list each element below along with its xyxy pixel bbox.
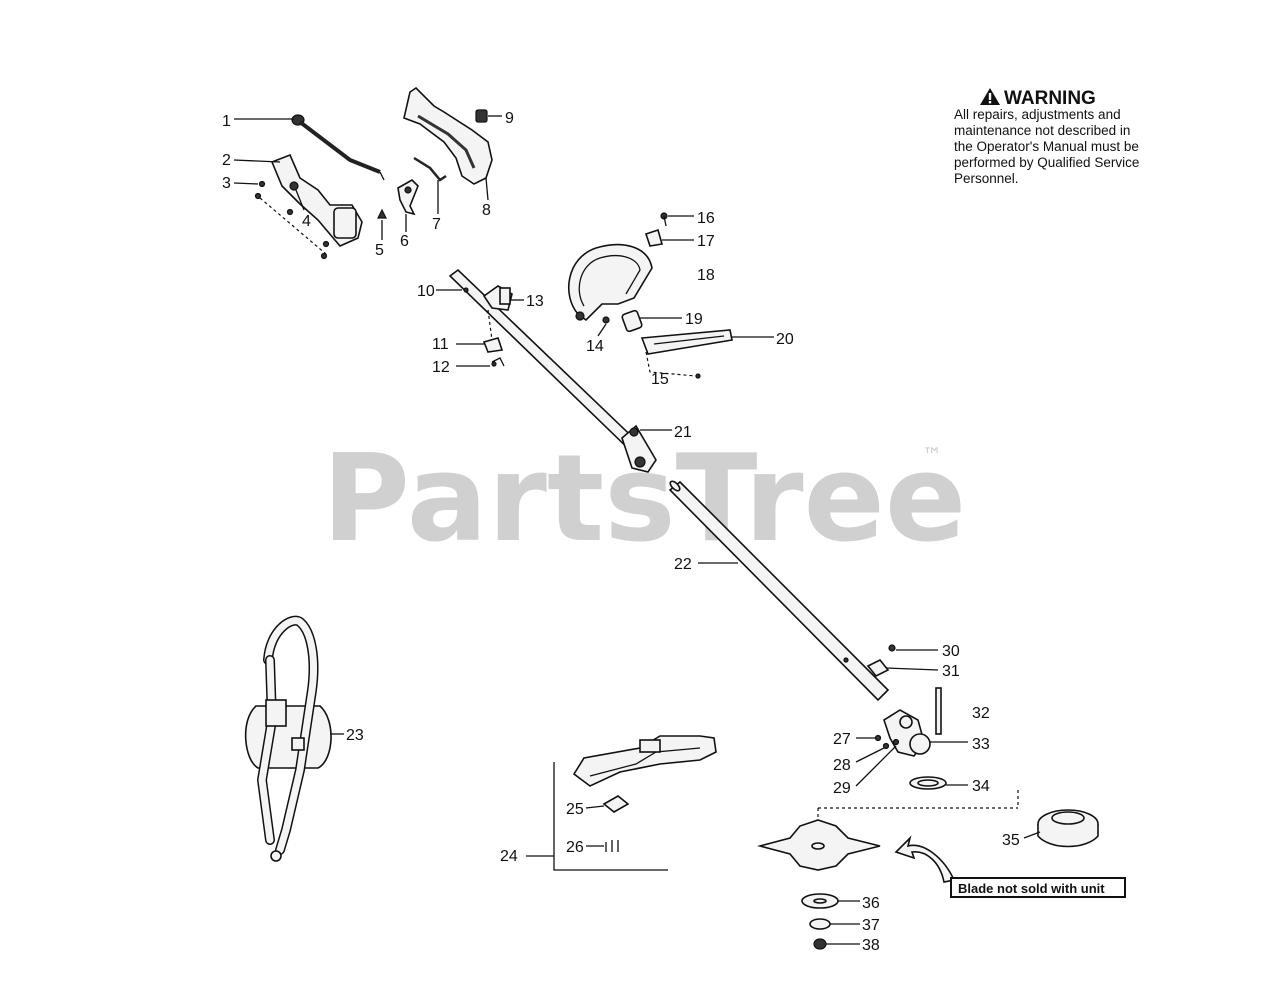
throttle-cable-part (291, 114, 385, 181)
label-part-22: 22 (674, 556, 692, 573)
front-handle-part (572, 735, 717, 787)
lower-shaft-part (668, 480, 890, 702)
loop-handle-part (567, 243, 653, 322)
label-part-4: 4 (302, 213, 311, 230)
warning-line-1: All repairs, adjustments and (954, 107, 1121, 122)
blade-part (756, 819, 881, 871)
rear-handle-part (403, 86, 493, 185)
harness-part (244, 615, 332, 862)
warning-title: WARNING (1004, 88, 1096, 109)
label-part-19: 19 (685, 311, 703, 328)
label-part-27: 27 (833, 731, 851, 748)
warning-icon (980, 88, 1000, 105)
part-17 (644, 228, 664, 247)
label-part-25: 25 (566, 801, 584, 818)
warning-line-4: performed by Qualified Service (954, 155, 1139, 170)
label-part-31: 31 (942, 663, 960, 680)
label-part-33: 33 (972, 736, 990, 753)
part-37 (809, 918, 831, 930)
parts-27-28 (874, 734, 900, 750)
label-part-23: 23 (346, 727, 364, 744)
part-31 (866, 658, 890, 678)
label-part-38: 38 (862, 937, 880, 954)
trimmer-head-part (1037, 809, 1099, 848)
label-part-2: 2 (222, 152, 231, 169)
label-part-8: 8 (482, 202, 491, 219)
label-part-30: 30 (942, 643, 960, 660)
label-part-9: 9 (505, 110, 514, 127)
label-part-24: 24 (500, 848, 518, 865)
blade-note: Blade not sold with unit (950, 877, 1126, 898)
part-16 (660, 212, 668, 227)
label-part-7: 7 (432, 216, 441, 233)
label-part-28: 28 (833, 757, 851, 774)
label-part-34: 34 (972, 778, 990, 795)
label-part-20: 20 (776, 331, 794, 348)
part-36 (801, 893, 839, 909)
watermark-trademark: ™ (922, 443, 942, 467)
part-30 (888, 644, 896, 652)
handle-housing-part (270, 153, 363, 247)
part-14 (602, 316, 610, 324)
label-part-5: 5 (375, 242, 384, 259)
part-19 (621, 309, 643, 333)
coupler-21-part (621, 424, 657, 473)
gearhead-part (883, 709, 931, 757)
part-34 (909, 776, 947, 790)
part-12 (491, 357, 505, 367)
label-part-6: 6 (400, 233, 409, 250)
warning-line-3: the Operator's Manual must be (954, 139, 1139, 154)
lockout-spring-part (413, 156, 447, 182)
label-part-21: 21 (674, 424, 692, 441)
warning-notice: WARNING All repairs, adjustments and mai… (954, 88, 1139, 186)
part-26 (605, 840, 619, 852)
kit-bracket (526, 762, 668, 871)
label-part-36: 36 (862, 895, 880, 912)
label-part-32: 32 (972, 705, 990, 722)
barrier-bar-part (640, 329, 733, 355)
label-part-26: 26 (566, 839, 584, 856)
label-part-35: 35 (1002, 832, 1020, 849)
throttle-trigger-part (397, 179, 419, 216)
label-part-16: 16 (697, 210, 715, 227)
warning-line-5: Personnel. (954, 171, 1019, 186)
clamp-13-part (482, 285, 513, 311)
label-part-13: 13 (526, 293, 544, 310)
warning-line-2: maintenance not described in (954, 123, 1130, 138)
arrow-icon (894, 835, 956, 883)
label-part-17: 17 (697, 233, 715, 250)
label-part-3: 3 (222, 175, 231, 192)
label-part-1: 1 (222, 113, 231, 130)
label-part-11: 11 (432, 336, 449, 353)
label-part-18: 18 (697, 267, 715, 284)
label-part-15: 15 (651, 371, 669, 388)
label-part-37: 37 (862, 917, 880, 934)
part-5 (377, 208, 387, 219)
part-25 (602, 795, 630, 813)
label-part-10: 10 (417, 283, 435, 300)
part-11 (482, 337, 504, 353)
blade-note-text: Blade not sold with unit (958, 881, 1105, 896)
label-part-14: 14 (586, 338, 604, 355)
label-part-12: 12 (432, 359, 450, 376)
screws-3-4 (254, 180, 330, 260)
part-38 (813, 938, 827, 950)
label-part-29: 29 (833, 780, 851, 797)
part-9 (475, 109, 488, 123)
part-32 (935, 687, 942, 735)
